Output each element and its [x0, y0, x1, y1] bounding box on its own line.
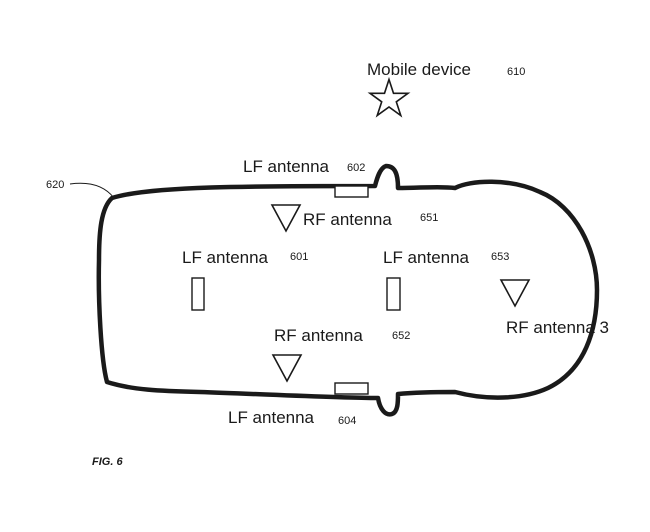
figure-label: FIG. 6: [92, 456, 123, 468]
lf-antenna-601-ref: 601: [290, 251, 308, 263]
lf-antenna-602-label: LF antenna: [243, 157, 330, 176]
lf-antenna-601-label: LF antenna: [182, 248, 269, 267]
lf-antenna-653-icon: [386, 277, 401, 311]
vehicle-leader-line: [69, 182, 115, 199]
rf-antenna-651-label: RF antenna: [303, 210, 392, 229]
mobile-device-star-icon: [367, 76, 411, 118]
vehicle-outline: [96, 163, 600, 417]
rf-antenna-3-triangle-icon: [499, 279, 531, 308]
lf-antenna-602-icon: [334, 185, 369, 198]
lf-antenna-602-ref: 602: [347, 162, 365, 174]
rf-antenna-652-triangle-icon: [271, 354, 303, 383]
rf-antenna-652-ref: 652: [392, 330, 410, 342]
rf-antenna-651-ref: 651: [420, 212, 438, 224]
lf-antenna-653-label: LF antenna: [383, 248, 470, 267]
lf-antenna-653-ref: 653: [491, 251, 509, 263]
mobile-device-label: Mobile device: [367, 60, 471, 79]
lf-antenna-601-icon: [191, 277, 205, 311]
rf-antenna-3-label: RF antenna 3: [506, 318, 609, 337]
lf-antenna-604-icon: [334, 382, 369, 395]
mobile-device-ref: 610: [507, 66, 525, 78]
rf-antenna-652-label: RF antenna: [274, 326, 363, 345]
lf-antenna-604-ref: 604: [338, 415, 356, 427]
rf-antenna-651-triangle-icon: [270, 204, 302, 233]
lf-antenna-604-label: LF antenna: [228, 408, 315, 427]
vehicle-ref: 620: [46, 179, 64, 191]
